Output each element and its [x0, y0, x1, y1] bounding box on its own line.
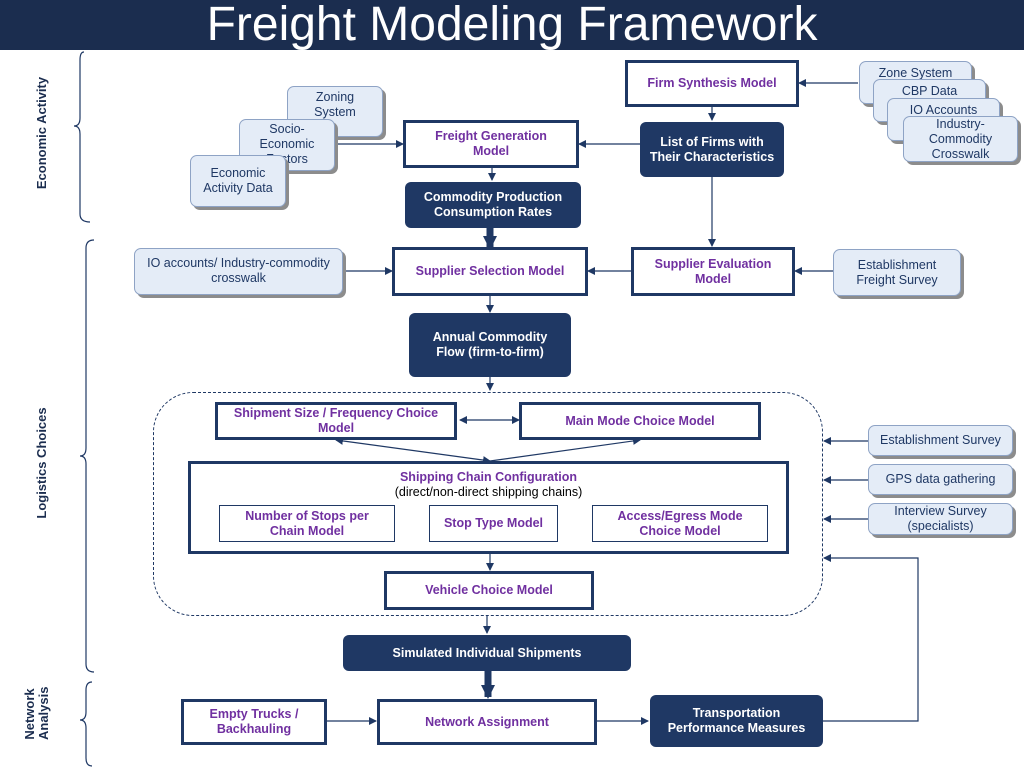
stop-type-model[interactable]: Stop Type Model [429, 505, 558, 542]
number-of-stops-model[interactable]: Number of Stops per Chain Model [219, 505, 395, 542]
empty-trucks-backhauling-model[interactable]: Empty Trucks / Backhauling [181, 699, 327, 745]
economic-activity-data: Economic Activity Data [190, 155, 286, 207]
transportation-performance-output: Transportation Performance Measures [650, 695, 823, 747]
title-bar [0, 0, 1024, 50]
freight-generation-model[interactable]: Freight Generation Model [403, 120, 579, 168]
interview-survey-data: Interview Survey (specialists) [868, 503, 1013, 535]
shipping-chain-subtitle: (direct/non-direct shipping chains) [394, 485, 583, 499]
shipping-chain-title: Shipping Chain Configuration [399, 470, 578, 484]
gps-data-gathering-data: GPS data gathering [868, 464, 1013, 495]
logistics-choices-group [153, 392, 823, 616]
establishment-freight-survey-data: Establishment Freight Survey [833, 249, 961, 296]
simulated-shipments-output: Simulated Individual Shipments [343, 635, 631, 671]
zoning-system-data: Zoning System [287, 86, 383, 137]
access-egress-mode-model[interactable]: Access/Egress Mode Choice Model [592, 505, 768, 542]
main-mode-choice-model[interactable]: Main Mode Choice Model [519, 402, 761, 440]
firm-synthesis-model[interactable]: Firm Synthesis Model [625, 60, 799, 107]
commodity-production-rates-output: Commodity Production Consumption Rates [405, 182, 581, 228]
io-industry-crosswalk-data: IO accounts/ Industry-commodity crosswal… [134, 248, 343, 295]
annual-commodity-flow-output: Annual Commodity Flow (firm-to-firm) [409, 313, 571, 377]
supplier-selection-model[interactable]: Supplier Selection Model [392, 247, 588, 296]
vehicle-choice-model[interactable]: Vehicle Choice Model [384, 571, 594, 610]
list-of-firms-output: List of Firms with Their Characteristics [640, 122, 784, 177]
network-assignment-model[interactable]: Network Assignment [377, 699, 597, 745]
supplier-evaluation-model[interactable]: Supplier Evaluation Model [631, 247, 795, 296]
establishment-survey-data: Establishment Survey [868, 425, 1013, 456]
industry-commodity-crosswalk-data: Industry-Commodity Crosswalk [903, 116, 1018, 162]
section-braces [73, 51, 95, 767]
shipment-size-frequency-model[interactable]: Shipment Size / Frequency Choice Model [215, 402, 457, 440]
page-title: Freight Modeling Framework [206, 0, 818, 51]
